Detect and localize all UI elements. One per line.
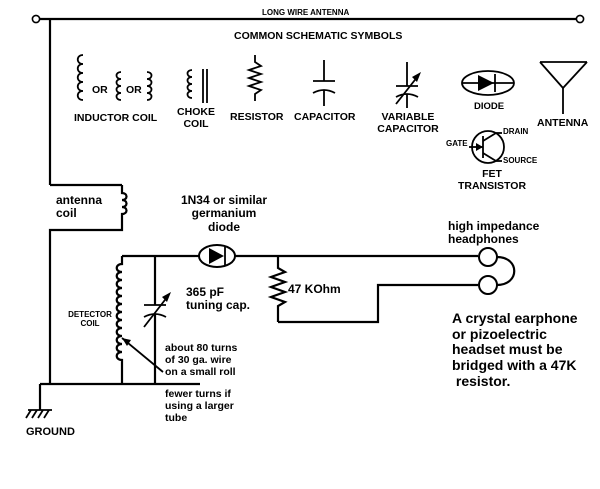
antenna-coil-label: antenna coil [56, 193, 103, 221]
tap-arrow-line [121, 337, 164, 373]
fewer-turns-note: fewer turns if using a larger tube [165, 388, 234, 424]
diode-label: DIODE [474, 101, 505, 112]
choke-coil-label: CHOKE COIL [177, 106, 215, 130]
tap-arrow-head [122, 338, 131, 346]
detector-diode-symbol [195, 244, 278, 268]
fet-drain-label: DRAIN [503, 127, 529, 136]
tuning-cap-label: 365 pF tuning cap. [186, 285, 250, 313]
inductor-symbol-3 [146, 71, 153, 101]
or-label-2: OR [126, 84, 142, 96]
load-resistor-symbol [267, 256, 289, 322]
diode-label-circuit: 1N34 or similar germanium diode [180, 193, 268, 234]
ground-symbol [25, 384, 52, 419]
fet-symbol [469, 130, 505, 164]
output-bottom-wire [278, 283, 478, 324]
antenna-coil-symbol [48, 185, 128, 384]
fet-transistor-label: FET TRANSISTOR [457, 168, 527, 192]
detector-coil-label: DETECTOR COIL [68, 310, 112, 328]
inductor-symbol-1 [76, 54, 84, 101]
detector-coil-symbol [115, 256, 124, 384]
antenna-symbol [539, 61, 588, 114]
variable-capacitor-label: VARIABLE CAPACITOR [377, 111, 439, 135]
fet-gate-label: GATE [446, 139, 468, 148]
capacitor-label: CAPACITOR [294, 111, 356, 123]
choke-coil-symbol [186, 69, 208, 103]
turns-note: about 80 turns of 30 ga. wire on a small… [165, 342, 238, 378]
antenna-label: LONG WIRE ANTENNA [262, 8, 350, 17]
antenna-symbol-label: ANTENNA [537, 117, 589, 129]
headphones-symbol [478, 247, 516, 295]
resistor-symbol [246, 55, 264, 101]
variable-capacitor-symbol [395, 62, 421, 108]
symbols-header: COMMON SCHEMATIC SYMBOLS [234, 30, 403, 42]
ground-label: GROUND [26, 426, 75, 438]
capacitor-symbol [312, 60, 336, 106]
tuning-capacitor-symbol [143, 256, 171, 384]
inductor-coil-label: INDUCTOR COIL [74, 112, 158, 124]
long-wire-antenna [31, 14, 585, 24]
inductor-symbol-2 [115, 71, 122, 101]
resistor-value-label: 47 KOhm [288, 282, 341, 296]
fet-source-label: SOURCE [503, 156, 538, 165]
crystal-earphone-note: A crystal earphone or pizoelectric heads… [452, 310, 578, 389]
resistor-label: RESISTOR [230, 111, 284, 123]
diode-symbol [461, 70, 515, 96]
headphones-label: high impedance headphones [448, 219, 540, 247]
or-label-1: OR [92, 84, 108, 96]
